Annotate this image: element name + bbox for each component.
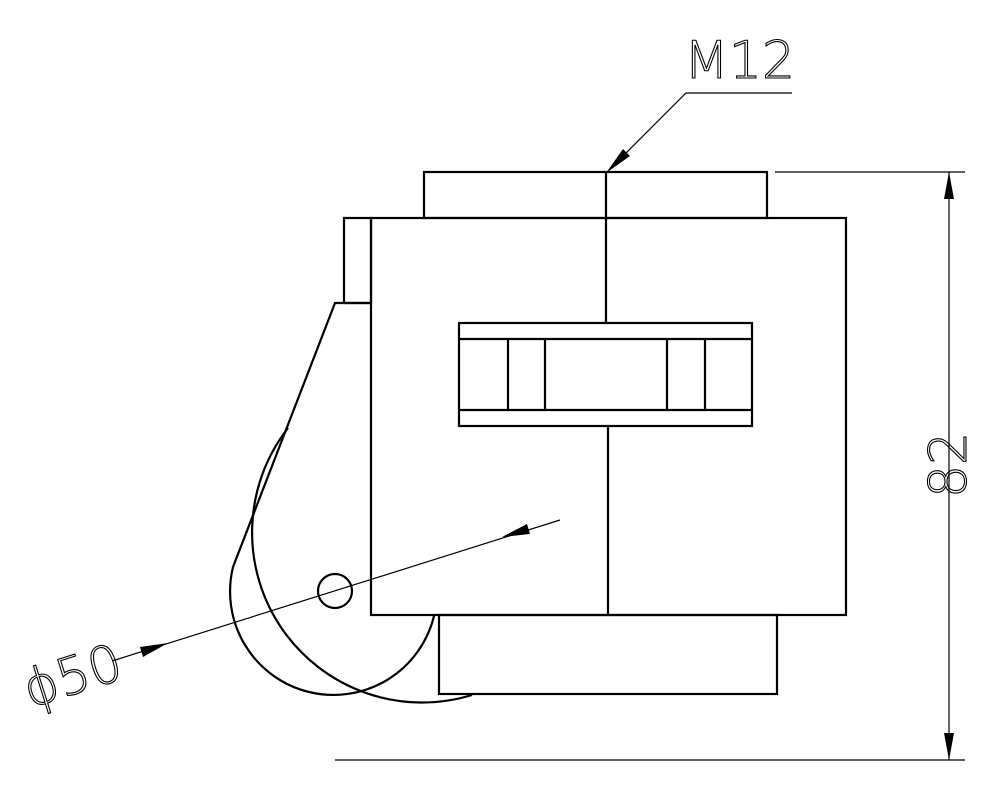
lock-window-outer: [457, 321, 754, 428]
top-cap-outline: [422, 170, 769, 220]
thread-label: M12: [684, 31, 795, 91]
diameter-label: ϕ50: [16, 633, 130, 720]
thread-dimension: M12: [606, 30, 796, 173]
diameter-dimension-line: [111, 519, 561, 662]
thread-leader-arrowhead: [606, 149, 630, 173]
wheel-outer-arc: [251, 427, 473, 704]
height-arrow-top: [944, 172, 954, 199]
fork-arm: [231, 216, 373, 568]
height-arrow-bottom: [944, 733, 954, 760]
axle-circle: [316, 572, 354, 610]
height-label: 82: [919, 432, 979, 498]
wheel-inner-arc: [228, 566, 436, 696]
fork-arm-outline: [231, 301, 371, 568]
top-cap: [422, 170, 769, 220]
fork-top-block: [342, 216, 373, 305]
thread-leader-line: [613, 92, 792, 166]
diameter-arrow-right: [502, 524, 530, 537]
main-body: [369, 216, 848, 617]
wheel: [228, 427, 473, 704]
lock-window: [457, 321, 754, 428]
height-dimension: 82: [335, 171, 980, 761]
wheel-diameter-dimension: ϕ50: [15, 519, 561, 721]
diameter-arrow-left: [140, 643, 168, 657]
foot-pad: [437, 613, 779, 696]
